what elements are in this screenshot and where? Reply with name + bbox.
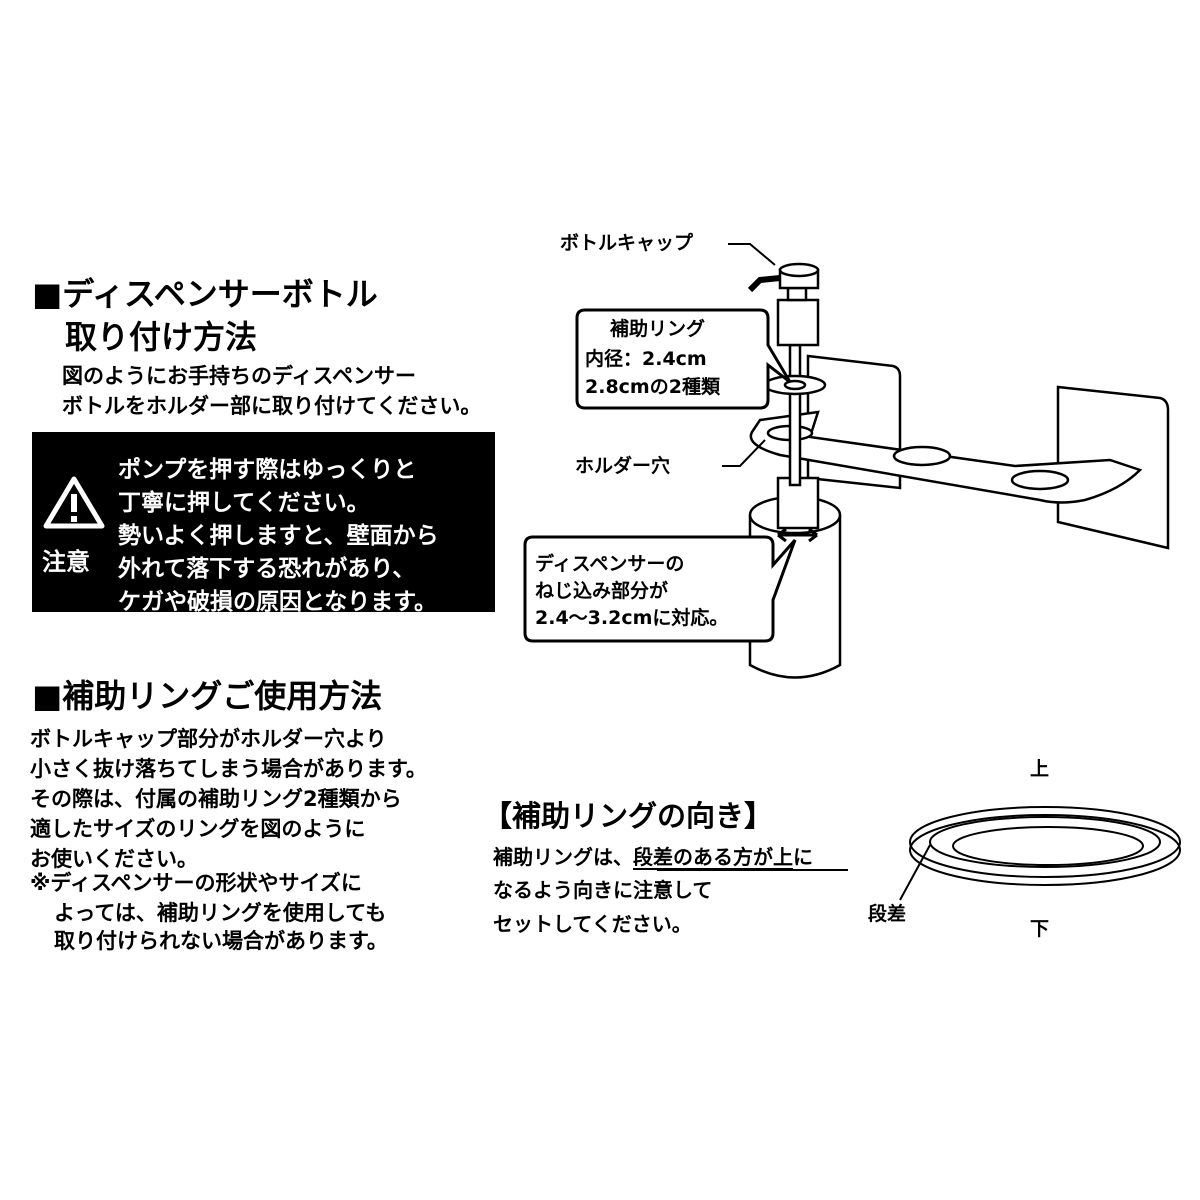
- caution-box: 注意 ポンプを押す際はゆっくりと 丁寧に押してください。 勢いよく押しますと、壁…: [32, 432, 495, 615]
- warning-triangle-icon: [43, 476, 105, 529]
- caution-line: ポンプを押す際はゆっくりと: [118, 457, 417, 483]
- orientation-line: なるよう向きに注意して: [493, 878, 713, 902]
- caution-label: 注意: [42, 548, 90, 576]
- thread-callout-line: ねじ込み部分が: [535, 580, 669, 602]
- step-label: 段差: [868, 903, 907, 925]
- section2-body-line: 小さく抜け落ちてしまう場合があります。: [30, 757, 427, 781]
- section2-body-line: ボトルキャップ部分がホルダー穴より: [30, 727, 387, 751]
- orientation-title: 【補助リングの向き】: [483, 799, 774, 833]
- top-label: 上: [1030, 758, 1050, 780]
- section2-body-line: よっては、補助リングを使用しても: [54, 901, 387, 925]
- ring-callout-line: 内径：2.4cm: [585, 348, 707, 370]
- section2-body-line: その際は、付属の補助リング2種類から: [30, 787, 402, 811]
- ring-callout-title: 補助リング: [610, 318, 706, 340]
- section1-body-line: 図のようにお手持ちのディスペンサー: [62, 364, 417, 388]
- section2-body-line: お使いください。: [30, 847, 198, 871]
- section1-title: ■ディスペンサーボトル: [32, 275, 378, 313]
- orientation-line: 補助リングは、段差のある方が上に: [493, 847, 813, 867]
- section2-body-line: 取り付けられない場合があります。: [54, 929, 388, 953]
- caution-line: 丁寧に押してください。: [118, 490, 370, 516]
- section2-body-line: ※ディスペンサーの形状やサイズに: [30, 871, 362, 895]
- ring-callout-line: 2.8cmの2種類: [585, 376, 720, 398]
- thread-callout-line: ディスペンサーの: [535, 553, 685, 575]
- holder-hole-label: ホルダー穴: [575, 455, 671, 477]
- caution-line: 外れて落下する恐れがあり、: [118, 556, 416, 582]
- caution-line: ケガや破損の原因となります。: [118, 589, 438, 615]
- section2-body-line: 適したサイズのリングを図のように: [30, 817, 366, 841]
- section2-title: ■補助リングご使用方法: [32, 677, 383, 715]
- caution-line: 勢いよく押しますと、壁面から: [118, 523, 439, 549]
- bottom-label: 下: [1030, 918, 1050, 940]
- thread-callout-line: 2.4〜3.2cmに対応。: [535, 607, 729, 629]
- section1-body-line: ボトルをホルダー部に取り付けてください。: [62, 394, 482, 418]
- orientation-line: セットしてください。: [493, 912, 692, 936]
- section1-title-line2: 取り付け方法: [65, 318, 258, 356]
- orientation-text: に: [793, 845, 813, 869]
- orientation-emphasis: 段差のある方が上: [633, 845, 793, 869]
- bottle-cap-label: ボトルキャップ: [560, 232, 694, 254]
- orientation-text: 補助リングは、: [493, 845, 633, 869]
